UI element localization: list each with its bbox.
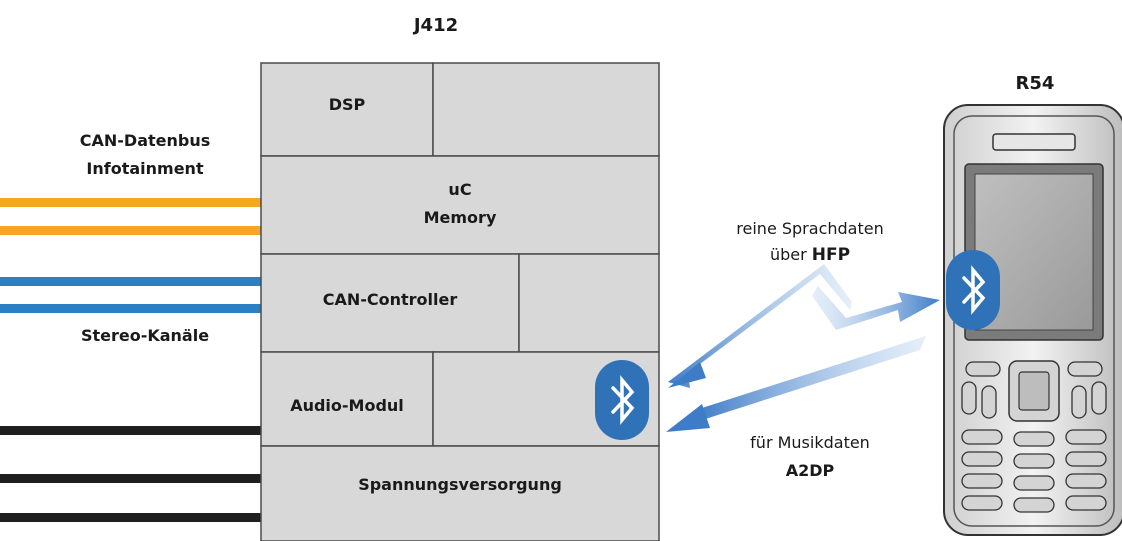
stereo-line-1 bbox=[0, 277, 262, 286]
phone-key bbox=[1013, 497, 1055, 513]
phone-end-key bbox=[1071, 385, 1087, 419]
dsp-label: DSP bbox=[329, 95, 366, 114]
phone-end-key-2 bbox=[1091, 381, 1107, 415]
mobile-phone bbox=[943, 104, 1122, 536]
a2dp-label-line1: für Musikdaten bbox=[750, 433, 870, 452]
can-spare-cell bbox=[518, 253, 660, 353]
phone-key bbox=[961, 473, 1003, 489]
hfp-label-line2: über HFP bbox=[770, 245, 850, 265]
can-bus-label-line1: CAN-Datenbus bbox=[80, 131, 211, 150]
phone-label: R54 bbox=[1016, 73, 1055, 94]
phone-call-key-2 bbox=[981, 385, 997, 419]
power-line-1 bbox=[0, 426, 262, 435]
phone-key bbox=[961, 429, 1003, 445]
phone-key bbox=[1013, 431, 1055, 447]
can-bus-line-1 bbox=[0, 198, 262, 207]
power-lines bbox=[0, 426, 262, 522]
audio-modul-cell bbox=[260, 351, 434, 447]
bluetooth-icon bbox=[946, 250, 1000, 330]
stereo-lines bbox=[0, 277, 262, 313]
hfp-label-line1: reine Sprachdaten bbox=[736, 219, 883, 238]
phone-key bbox=[1013, 475, 1055, 491]
phone-key bbox=[1065, 473, 1107, 489]
phone-nav-inner bbox=[1018, 371, 1050, 411]
phone-softkey-right bbox=[1067, 361, 1103, 377]
a2dp-protocol-label: A2DP bbox=[786, 461, 835, 480]
spannung-cell bbox=[260, 445, 660, 541]
uc-label: uC bbox=[448, 180, 471, 199]
can-controller-label: CAN-Controller bbox=[323, 290, 458, 309]
hfp-protocol: HFP bbox=[812, 245, 850, 265]
power-line-2 bbox=[0, 474, 262, 483]
bluetooth-icon bbox=[595, 360, 649, 440]
dsp-cell bbox=[260, 62, 434, 157]
audio-modul-label: Audio-Modul bbox=[290, 396, 404, 415]
a2dp-link-arrow bbox=[666, 336, 926, 432]
phone-speaker bbox=[992, 133, 1076, 151]
phone-call-key bbox=[961, 381, 977, 415]
phone-key bbox=[1013, 453, 1055, 469]
uc-memory-cell bbox=[260, 155, 660, 255]
can-controller-cell bbox=[260, 253, 520, 353]
memory-label: Memory bbox=[424, 208, 497, 227]
phone-key bbox=[1065, 429, 1107, 445]
phone-key bbox=[961, 495, 1003, 511]
phone-keypad bbox=[961, 429, 1107, 513]
power-line-3 bbox=[0, 513, 262, 522]
phone-softkey-left bbox=[965, 361, 1001, 377]
dsp-spare-cell bbox=[432, 62, 660, 157]
stereo-line-2 bbox=[0, 304, 262, 313]
can-bus-line-2 bbox=[0, 226, 262, 235]
module-title: J412 bbox=[412, 15, 458, 36]
hfp-prefix: über bbox=[770, 245, 812, 264]
stereo-label: Stereo-Kanäle bbox=[81, 326, 209, 345]
phone-key bbox=[1065, 451, 1107, 467]
can-bus-label-line2: Infotainment bbox=[86, 159, 204, 178]
phone-key bbox=[961, 451, 1003, 467]
can-bus-lines bbox=[0, 198, 262, 235]
spannung-label: Spannungsversorgung bbox=[358, 475, 562, 494]
hfp-link-arrow bbox=[668, 264, 940, 388]
phone-key bbox=[1065, 495, 1107, 511]
j412-module-block bbox=[260, 62, 660, 541]
